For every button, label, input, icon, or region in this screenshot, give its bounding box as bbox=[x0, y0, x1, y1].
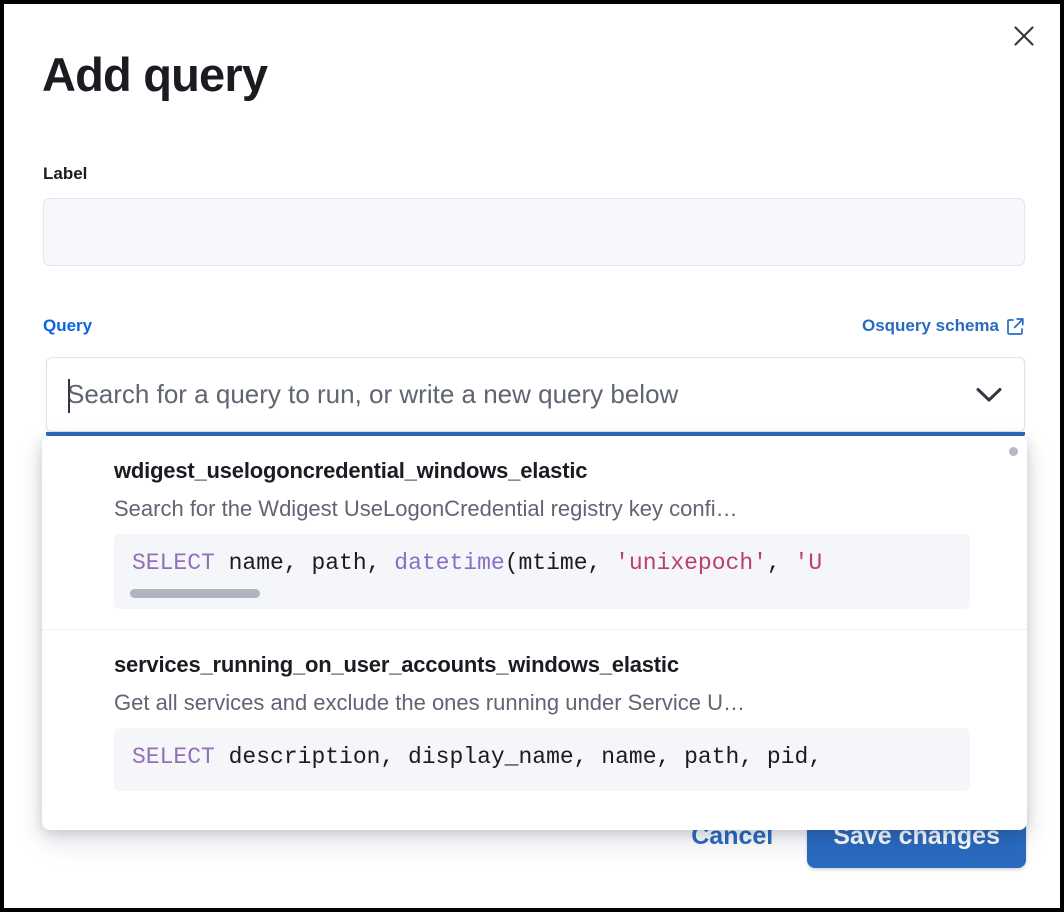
combobox-focus-underline bbox=[46, 432, 1025, 436]
close-icon bbox=[1013, 25, 1035, 47]
query-option-title: services_running_on_user_accounts_window… bbox=[114, 651, 679, 677]
sql-token-string: 'U bbox=[794, 549, 823, 576]
sql-code-line: SELECT description, display_name, name, … bbox=[114, 742, 970, 773]
query-dropdown-panel[interactable]: wdigest_uselogoncredential_windows_elast… bbox=[42, 436, 1027, 830]
sql-token-plain: , bbox=[766, 549, 795, 576]
sql-token-plain: description, display_name, name, path, p… bbox=[214, 743, 823, 770]
query-option-description: Search for the Wdigest UseLogonCredentia… bbox=[114, 496, 738, 522]
label-field-label: Label bbox=[43, 164, 88, 183]
osquery-schema-link[interactable]: Osquery schema bbox=[862, 316, 1025, 336]
sql-preview-padding bbox=[114, 773, 970, 791]
query-option-title: wdigest_uselogoncredential_windows_elast… bbox=[114, 458, 588, 483]
query-field-label: Query bbox=[43, 316, 93, 335]
query-option-sql-preview: SELECT description, display_name, name, … bbox=[114, 727, 970, 791]
sql-token-keyword: SELECT bbox=[132, 743, 215, 770]
panel-scrollbar-thumb[interactable] bbox=[1009, 447, 1018, 456]
label-field-group: Label bbox=[43, 164, 1025, 266]
query-field-header: Query Osquery schema bbox=[43, 316, 1025, 336]
sql-token-plain: (mtime, bbox=[504, 549, 616, 576]
sql-token-string: 'unixepoch' bbox=[615, 549, 767, 576]
sql-token-plain: name, path, bbox=[214, 549, 395, 576]
sql-horizontal-scrollbar[interactable] bbox=[114, 579, 970, 609]
query-combobox-wrapper bbox=[46, 357, 1025, 436]
sql-token-function: datetime bbox=[394, 549, 505, 576]
sql-horizontal-scrollbar-thumb[interactable] bbox=[130, 588, 260, 598]
query-option-sql-preview: SELECT name, path, datetime(mtime, 'unix… bbox=[114, 533, 970, 609]
add-query-modal: Add query Label Query Osquery schema bbox=[4, 4, 1060, 908]
osquery-schema-link-label: Osquery schema bbox=[861, 316, 999, 335]
external-link-icon bbox=[1006, 317, 1025, 336]
close-button[interactable] bbox=[1006, 18, 1042, 54]
query-search-input[interactable] bbox=[67, 358, 964, 431]
chevron-down-icon[interactable] bbox=[974, 380, 1004, 410]
sql-token-keyword: SELECT bbox=[132, 549, 215, 576]
page-title: Add query bbox=[42, 48, 268, 101]
sql-code-line: SELECT name, path, datetime(mtime, 'unix… bbox=[114, 548, 970, 579]
label-input[interactable] bbox=[43, 198, 1025, 266]
query-option-description: Get all services and exclude the ones ru… bbox=[114, 690, 746, 716]
text-caret bbox=[68, 379, 70, 413]
query-option-item[interactable]: services_running_on_user_accounts_window… bbox=[42, 628, 1027, 791]
query-option-item[interactable]: wdigest_uselogoncredential_windows_elast… bbox=[42, 436, 1027, 609]
query-option-list: wdigest_uselogoncredential_windows_elast… bbox=[42, 436, 1027, 830]
query-combobox[interactable] bbox=[46, 357, 1025, 432]
